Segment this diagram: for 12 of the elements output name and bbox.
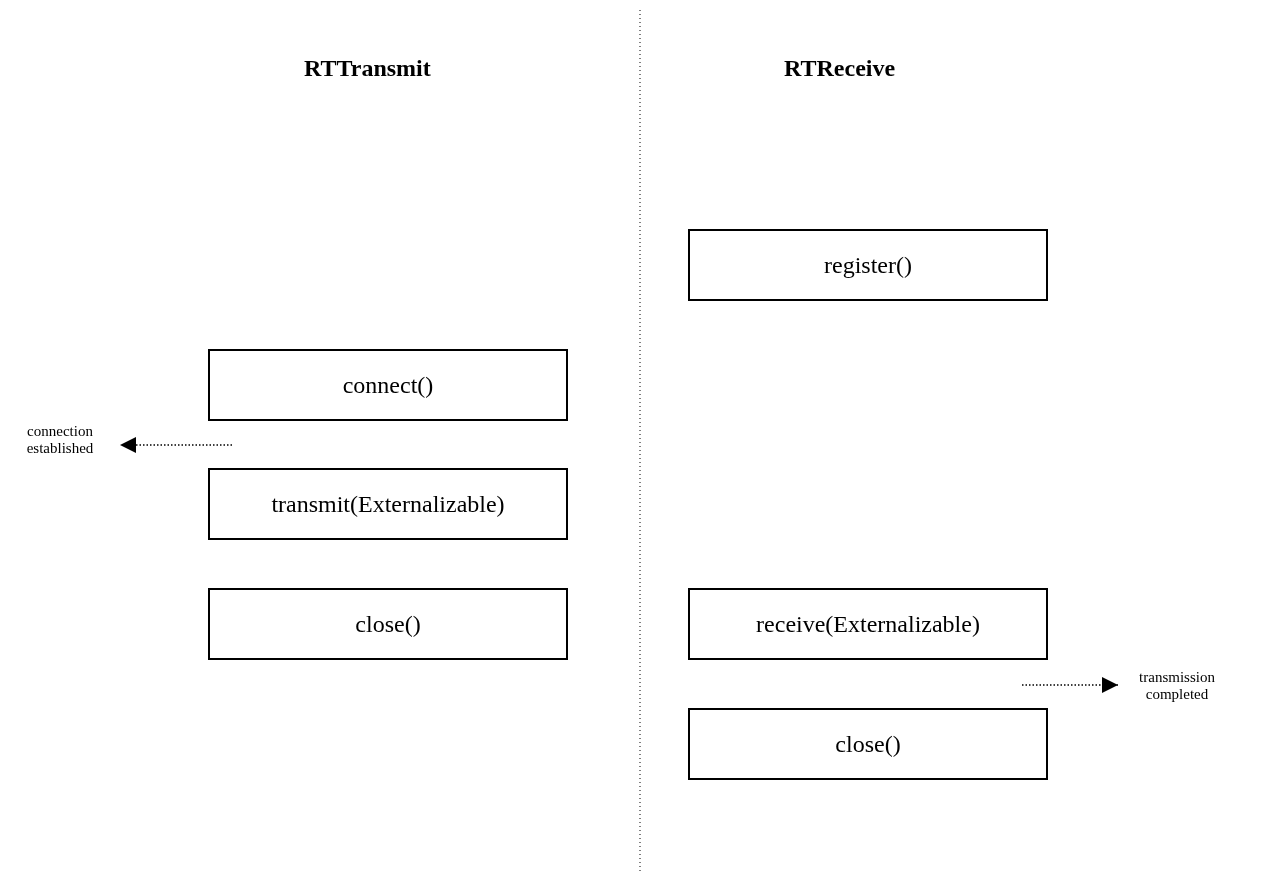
arrow [119, 437, 233, 453]
status-note: connection established [4, 416, 116, 464]
status-note: transmission completed [1122, 662, 1232, 710]
method-box: close() [688, 708, 1048, 780]
method-box: register() [688, 229, 1048, 301]
lane-heading: RTTransmit [304, 55, 431, 82]
method-box: connect() [208, 349, 568, 421]
lane-heading: RTReceive [784, 55, 896, 82]
arrow [1021, 677, 1119, 693]
method-box: receive(Externalizable) [688, 588, 1048, 660]
method-box: transmit(Externalizable) [208, 468, 568, 540]
method-box: close() [208, 588, 568, 660]
